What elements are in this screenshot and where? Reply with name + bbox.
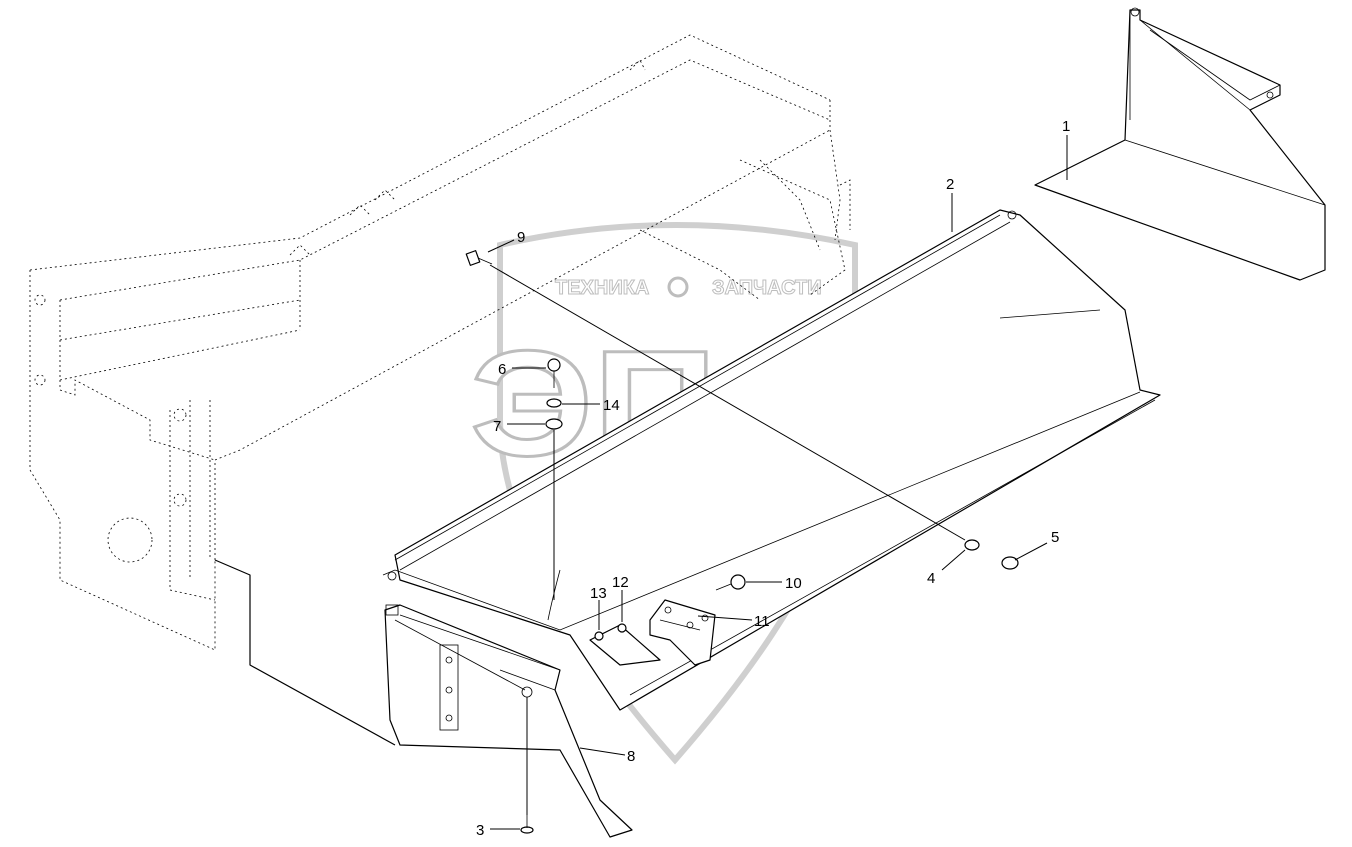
watermark-text-right: ЗАПЧАСТИ: [712, 277, 822, 299]
washer-14: [546, 398, 562, 408]
watermark-text-left: ТЕХНИКА: [555, 277, 649, 299]
callout-1: 1: [1062, 118, 1070, 135]
eye-bolt-6: [547, 358, 561, 388]
washer-7: [545, 418, 563, 430]
part-1-deflector: [1034, 7, 1326, 281]
bolt-3: [520, 815, 534, 834]
callout-9: 9: [517, 229, 525, 246]
callout-12: 12: [612, 574, 629, 591]
washer-12: [617, 623, 627, 633]
frame-background: [29, 34, 851, 651]
assembly-lines: [489, 264, 966, 815]
bolt-10: [715, 574, 746, 591]
fasteners: [465, 250, 1019, 834]
callout-13: 13: [590, 585, 607, 602]
callout-4: 4: [927, 570, 935, 587]
washer-4: [964, 539, 980, 551]
nut-13: [594, 631, 604, 641]
callout-14: 14: [603, 397, 620, 414]
part-2-shield: [382, 209, 1161, 711]
nut-5: [1001, 556, 1019, 570]
callout-11: 11: [754, 613, 770, 630]
callout-7: 7: [493, 418, 501, 435]
frame-outline: [214, 559, 396, 746]
callout-10: 10: [785, 575, 802, 592]
callout-labels: 1 2 3 4 5 6 7 8 9 10 11 12 13 14: [476, 118, 1070, 839]
gear-icon: [667, 276, 689, 298]
callout-5: 5: [1051, 529, 1059, 546]
callout-3: 3: [476, 822, 484, 839]
bolt-9: [465, 250, 493, 266]
callout-6: 6: [498, 361, 506, 378]
callout-2: 2: [946, 176, 954, 193]
part-8-panel: [384, 604, 633, 838]
callout-8: 8: [627, 748, 635, 765]
callout-leaders: [487, 135, 1068, 830]
